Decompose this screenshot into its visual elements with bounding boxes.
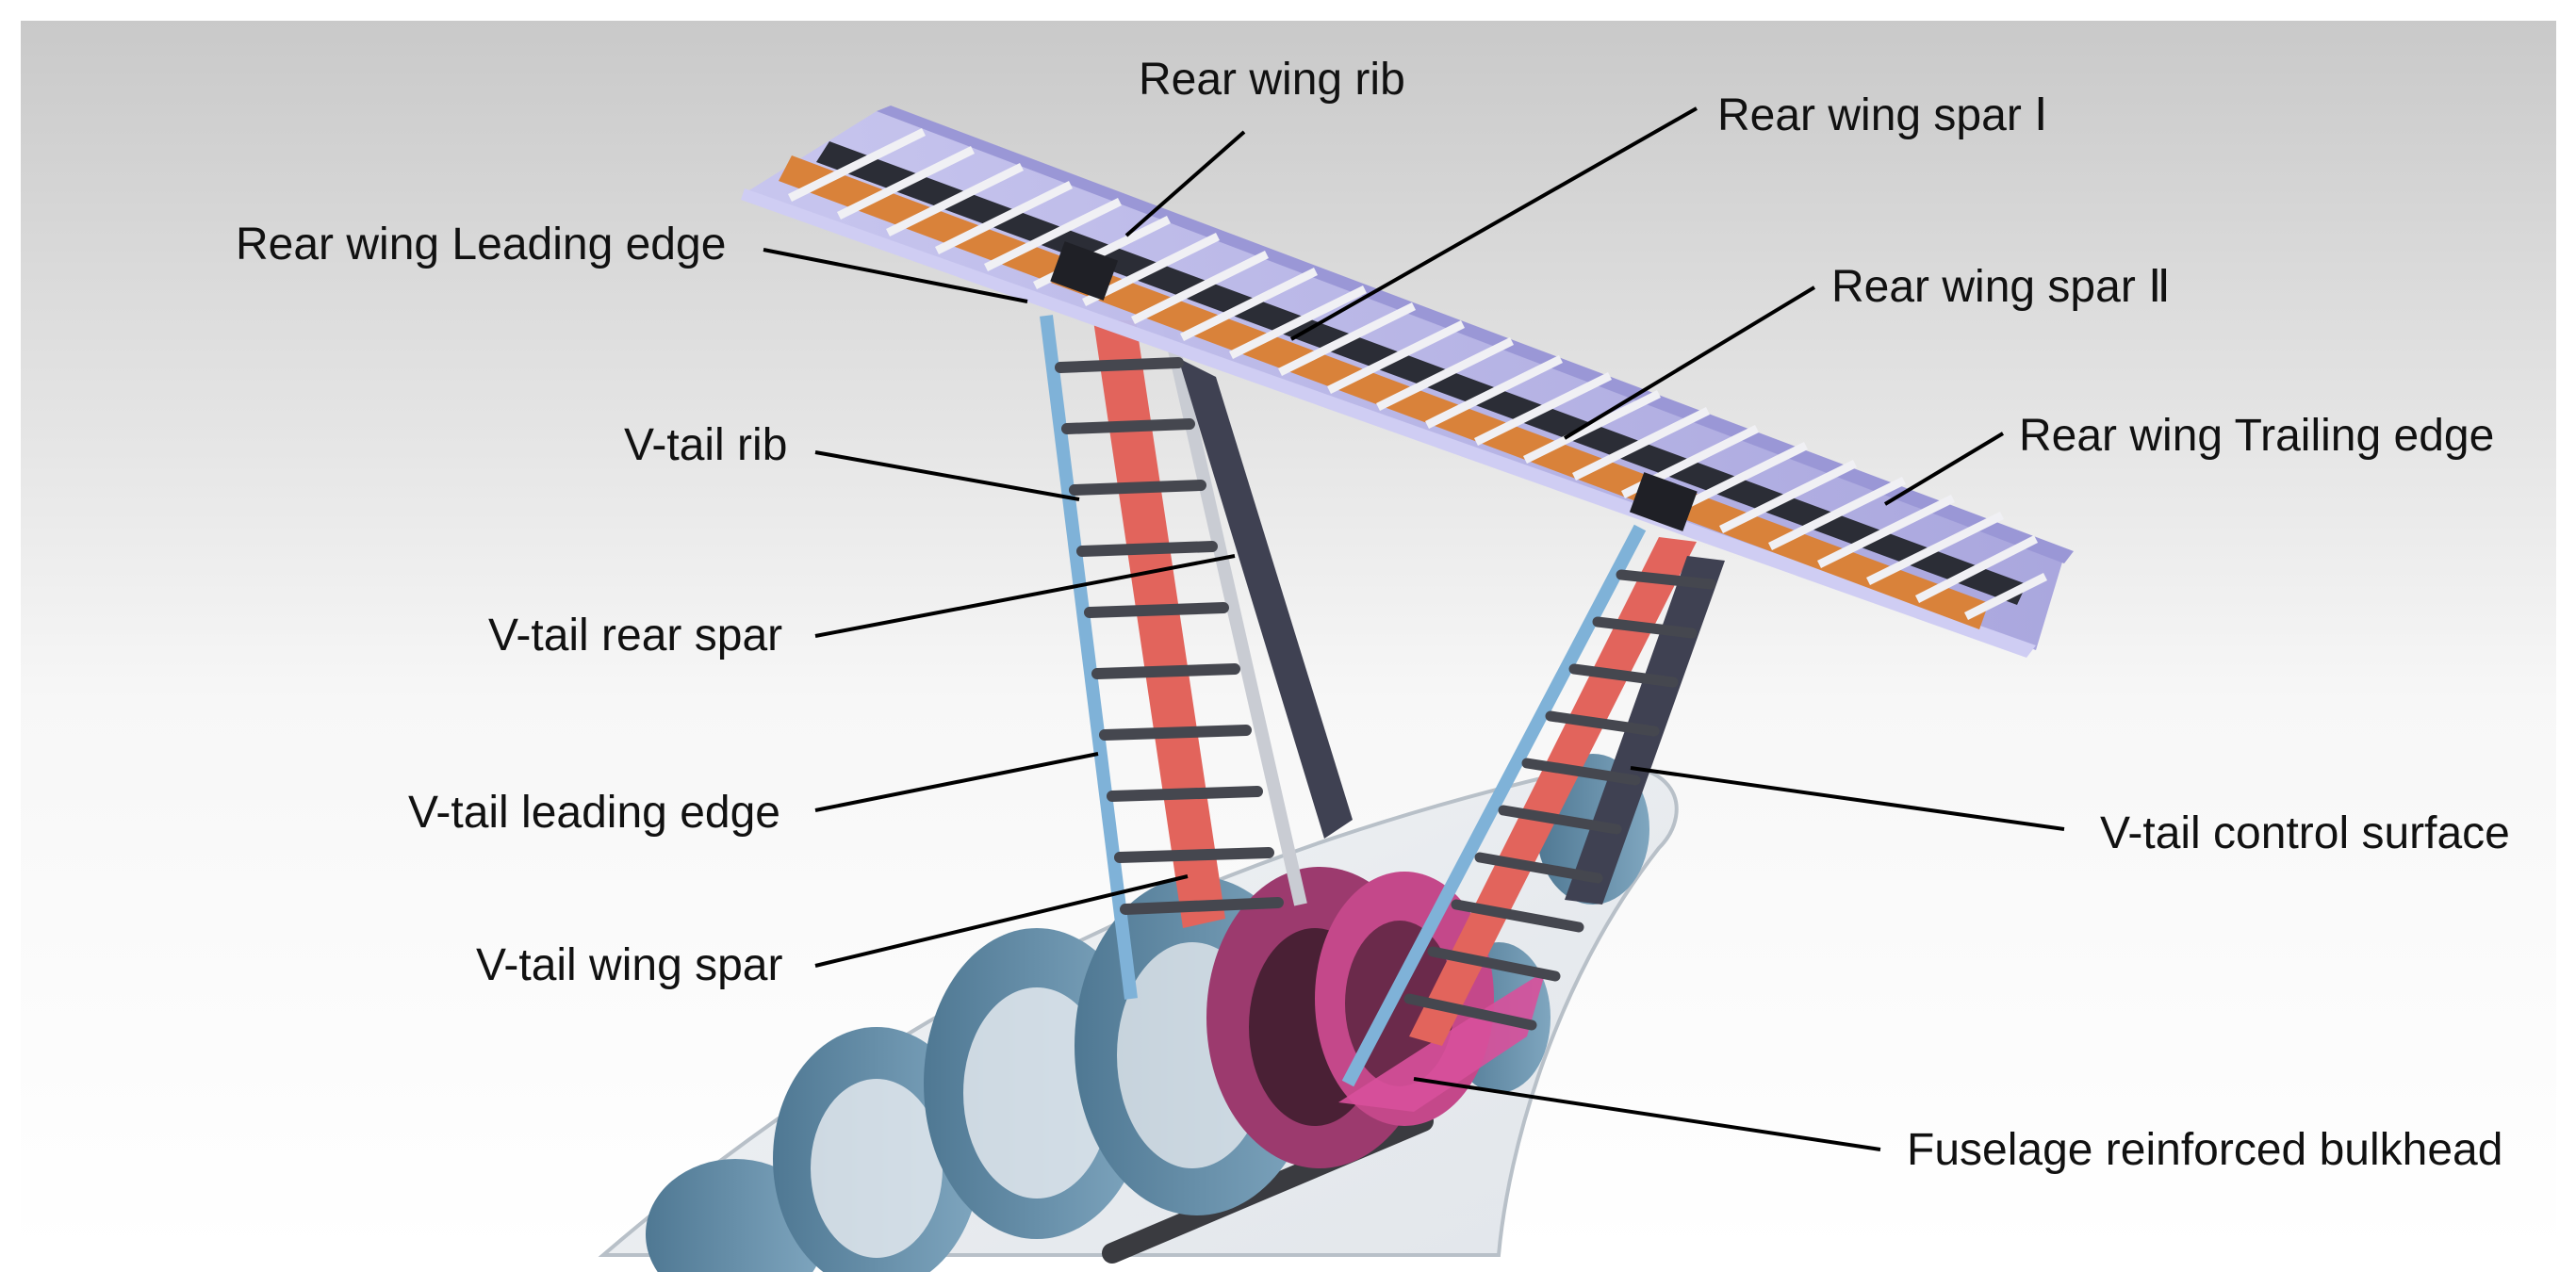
label-vtail-rib: V-tail rib (624, 420, 787, 470)
bulkhead-hole (811, 1079, 943, 1258)
leader-vtail-leading-edge (814, 752, 1099, 812)
leader-vtail-rear-spar (814, 554, 1236, 638)
leader-rear-wing-trailing-edge (1883, 432, 2005, 506)
leader-rear-wing-spar-2 (1563, 285, 1816, 440)
right-vtail-ribs (1403, 569, 1716, 1031)
labels: Rear wing rib Rear wing spar Ⅰ Rear wing… (236, 55, 2510, 1175)
label-rear-wing-spar-1: Rear wing spar Ⅰ (1717, 90, 2047, 140)
leader-vtail-control-surface (1630, 766, 2065, 831)
wing-joint-fitting (1050, 241, 1119, 301)
left-vtail (1040, 315, 1353, 1000)
leader-rear-wing-spar-1 (1290, 106, 1698, 341)
label-rear-wing-rib: Rear wing rib (1139, 55, 1405, 105)
label-vtail-rear-spar: V-tail rear spar (488, 611, 782, 660)
rear-wing-trailing-edge (877, 106, 2074, 563)
leader-rear-wing-leading-edge (763, 248, 1028, 303)
rear-wing (741, 106, 2074, 658)
right-vtail (1341, 524, 1725, 1087)
right-vtail-leading-edge (1341, 524, 1647, 1087)
bulkhead-hole (963, 987, 1110, 1199)
left-vtail-control-surface (1178, 358, 1353, 839)
leader-vtail-rib (814, 450, 1080, 501)
leader-rear-wing-rib (1124, 130, 1246, 237)
rear-wing-leading-edge (741, 188, 2036, 658)
leader-lines (763, 106, 2065, 1151)
leader-fuselage-reinforced-bulkhead (1413, 1077, 1881, 1151)
wing-joint-fitting (1629, 472, 1698, 531)
left-vtail-leading-edge (1040, 315, 1138, 1000)
leader-vtail-wing-spar (814, 874, 1189, 968)
label-vtail-wing-spar: V-tail wing spar (476, 940, 782, 990)
left-vtail-ribs (1055, 357, 1284, 915)
label-vtail-control-surface: V-tail control surface (2100, 808, 2510, 858)
label-rear-wing-leading-edge: Rear wing Leading edge (236, 220, 726, 269)
label-rear-wing-spar-2: Rear wing spar Ⅱ (1831, 262, 2171, 312)
left-vtail-spar (1093, 320, 1225, 928)
label-rear-wing-trailing-edge: Rear wing Trailing edge (2019, 411, 2494, 461)
label-fuselage-reinforced-bulkhead: Fuselage reinforced bulkhead (1907, 1125, 2502, 1175)
right-vtail-spar (1409, 537, 1697, 1046)
label-vtail-leading-edge: V-tail leading edge (408, 788, 780, 838)
